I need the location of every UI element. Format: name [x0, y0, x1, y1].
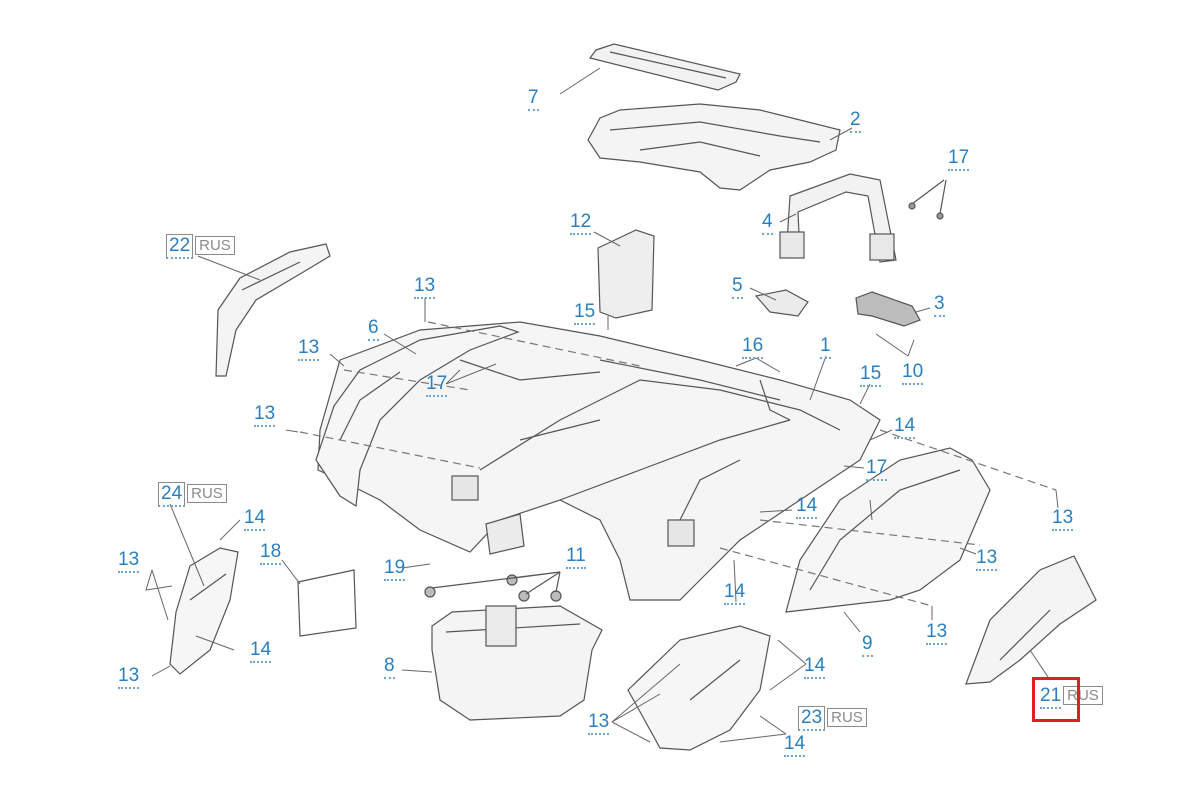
part-17-bolts [908, 179, 947, 220]
callout-1[interactable]: 1 [820, 335, 831, 359]
callout-18[interactable]: 18 [260, 541, 282, 565]
part-4-strap [779, 173, 897, 263]
selection-highlight-box [1032, 677, 1080, 722]
part-2-rack-cover [587, 103, 841, 191]
callout-13[interactable]: 13 [298, 337, 320, 361]
part-22-side-trim [215, 243, 331, 377]
callout-17[interactable]: 17 [426, 373, 448, 397]
callout-2[interactable]: 2 [850, 109, 861, 133]
callout-13[interactable]: 13 [414, 275, 436, 299]
callout-13[interactable]: 13 [118, 549, 140, 573]
callout-13[interactable]: 13 [254, 403, 276, 427]
part-6-fender-left [315, 325, 520, 508]
callout-13[interactable]: 13 [1052, 507, 1074, 531]
callout-6[interactable]: 6 [368, 317, 379, 341]
callout-5[interactable]: 5 [732, 275, 743, 299]
callout-14[interactable]: 14 [804, 655, 826, 679]
callout-13[interactable]: 13 [588, 711, 610, 735]
part-19-sticker [485, 513, 525, 555]
callout-14[interactable]: 14 [244, 507, 266, 531]
callout-19[interactable]: 19 [384, 557, 406, 581]
callout-15[interactable]: 15 [860, 363, 882, 387]
part-18-sticker [297, 569, 357, 637]
callout-7[interactable]: 7 [528, 87, 539, 111]
callout-17[interactable]: 17 [948, 147, 970, 171]
callout-9[interactable]: 9 [862, 633, 873, 657]
callout-14[interactable]: 14 [250, 639, 272, 663]
part-3-bracket [855, 291, 921, 327]
part-9-fender-right [785, 447, 991, 613]
callout-14[interactable]: 14 [894, 415, 916, 439]
part-8-storage-box [431, 605, 603, 721]
callout-10[interactable]: 10 [902, 361, 924, 385]
part-21-side-trim [965, 555, 1097, 685]
part-23-mudflap [627, 625, 771, 751]
callout-16[interactable]: 16 [742, 335, 764, 359]
callout-17[interactable]: 17 [866, 457, 888, 481]
part-11-clips [424, 571, 562, 602]
callout-13[interactable]: 13 [976, 547, 998, 571]
callout-13[interactable]: 13 [118, 665, 140, 689]
callout-14[interactable]: 14 [796, 495, 818, 519]
callout-15[interactable]: 15 [574, 301, 596, 325]
leader-lines [145, 67, 1059, 743]
part-24-mudflap [169, 547, 239, 675]
callout-13[interactable]: 13 [926, 621, 948, 645]
part-1-main-body [317, 321, 881, 601]
callout-11[interactable]: 11 [566, 545, 586, 569]
callout-8[interactable]: 8 [384, 655, 395, 679]
callout-14[interactable]: 14 [724, 581, 746, 605]
part-12-pad [597, 229, 655, 319]
callout-12[interactable]: 12 [570, 211, 592, 235]
part-7-top-bar [588, 43, 741, 91]
callout-14[interactable]: 14 [784, 733, 806, 757]
callout-3[interactable]: 3 [934, 293, 945, 317]
callout-4[interactable]: 4 [762, 211, 773, 235]
alignment-lines [299, 321, 1057, 607]
